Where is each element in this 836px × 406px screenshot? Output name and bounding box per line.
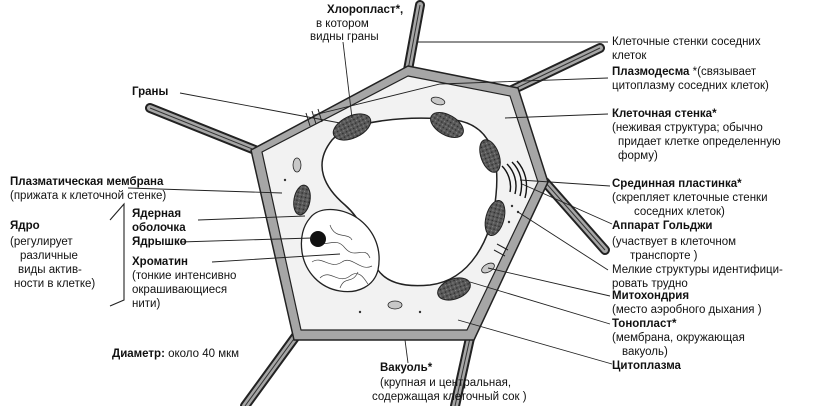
- chromatin-desc-3: нити): [132, 298, 161, 310]
- chromatin-label: Хроматин: [132, 256, 188, 268]
- vacuole-label: Вакуоль*: [380, 362, 433, 374]
- chloroplast-desc-1: в котором: [316, 18, 369, 30]
- chromatin-desc-2: окрашивающиеся: [132, 284, 228, 296]
- tonoplast-label: Тонопласт*: [612, 318, 677, 330]
- nuclear-envelope-label-2: оболочка: [132, 222, 186, 234]
- chloroplast-label: Хлоропласт*,: [327, 4, 404, 16]
- nucleus: [300, 208, 380, 293]
- nucleus-desc-2: различные: [20, 250, 78, 262]
- small-structures: [283, 178, 520, 314]
- tonoplast-desc-2: вакуоль): [622, 346, 668, 358]
- nucleus-label: Ядро: [10, 220, 40, 232]
- golgi-desc-1: (участвует в клеточном: [612, 236, 737, 248]
- plasmodesma-right: [493, 243, 509, 257]
- middle-lamella-desc-2: соседних клеток): [634, 206, 725, 218]
- diameter-label: Диаметр: около 40 мкм: [112, 348, 240, 360]
- cell-wall-desc-1: (неживая структура; обычно: [612, 122, 763, 134]
- chloroplast: [332, 113, 372, 141]
- adjacent-walls-label-2: клеток: [612, 50, 647, 62]
- mitochondrion-desc: (место аэробного дыхания ): [612, 304, 762, 316]
- middle-lamella-lines: [149, 4, 606, 406]
- plasmodesma-desc: цитоплазму соседних клеток): [612, 80, 769, 92]
- mitochondrion: [292, 157, 302, 173]
- small-structures-label: Мелкие структуры идентифици-: [612, 264, 783, 276]
- leader-lines: [109, 41, 613, 365]
- adjacent-walls-label: Клеточные стенки соседних: [612, 36, 761, 48]
- cytoplasm-label: Цитоплазма: [612, 360, 681, 372]
- nucleus-desc-1: (регулирует: [10, 236, 73, 248]
- cell-wall-label: Клеточная стенка*: [612, 108, 717, 120]
- chloroplast: [484, 199, 506, 237]
- chloroplast: [437, 277, 471, 301]
- middle-lamella-label: Срединная пластинка*: [612, 178, 742, 190]
- chloroplast: [293, 184, 311, 216]
- plasmodesma-label: Плазмодесма *(связывает: [612, 66, 757, 78]
- chromatin-desc-1: (тонкие интенсивно: [132, 270, 237, 282]
- mitochondrion: [387, 300, 403, 310]
- chloroplast: [430, 112, 464, 138]
- mitochondrion: [430, 96, 446, 106]
- cell-wall-desc-2: придает клетке определенную: [618, 136, 781, 148]
- golgi-apparatus: [501, 160, 528, 199]
- golgi-desc-2: транспорте ): [630, 250, 698, 262]
- small-structures-label-2: ровать трудно: [612, 278, 688, 290]
- chloroplast: [479, 139, 501, 173]
- plasma-membrane-label: Плазматическая мембрана: [10, 176, 164, 188]
- tonoplast-desc-1: (мембрана, окружающая: [612, 332, 745, 344]
- vacuole-desc-2: содержащая клеточный сок ): [372, 391, 527, 403]
- grana-label: Граны: [132, 86, 169, 98]
- nuclear-envelope-label: Ядерная: [132, 208, 182, 220]
- plasma-membrane-desc: (прижата к клеточной стенке): [10, 190, 167, 202]
- chloroplast-desc-2: видны граны: [310, 31, 379, 43]
- nucleolus: [310, 231, 326, 247]
- golgi-label: Аппарат Гольджи: [612, 220, 713, 232]
- nucleus-desc-4: ности в клетке): [14, 278, 96, 290]
- mitochondrion-label: Митохондрия: [612, 290, 690, 302]
- cell-wall-desc-3: форму): [618, 150, 658, 162]
- middle-lamella-desc-1: (скрепляет клеточные стенки: [612, 192, 768, 204]
- vacuole-desc-1: (крупная и центральная,: [380, 377, 512, 389]
- nucleolus-label: Ядрышко: [132, 236, 187, 248]
- nucleus-desc-3: виды актив-: [18, 264, 82, 276]
